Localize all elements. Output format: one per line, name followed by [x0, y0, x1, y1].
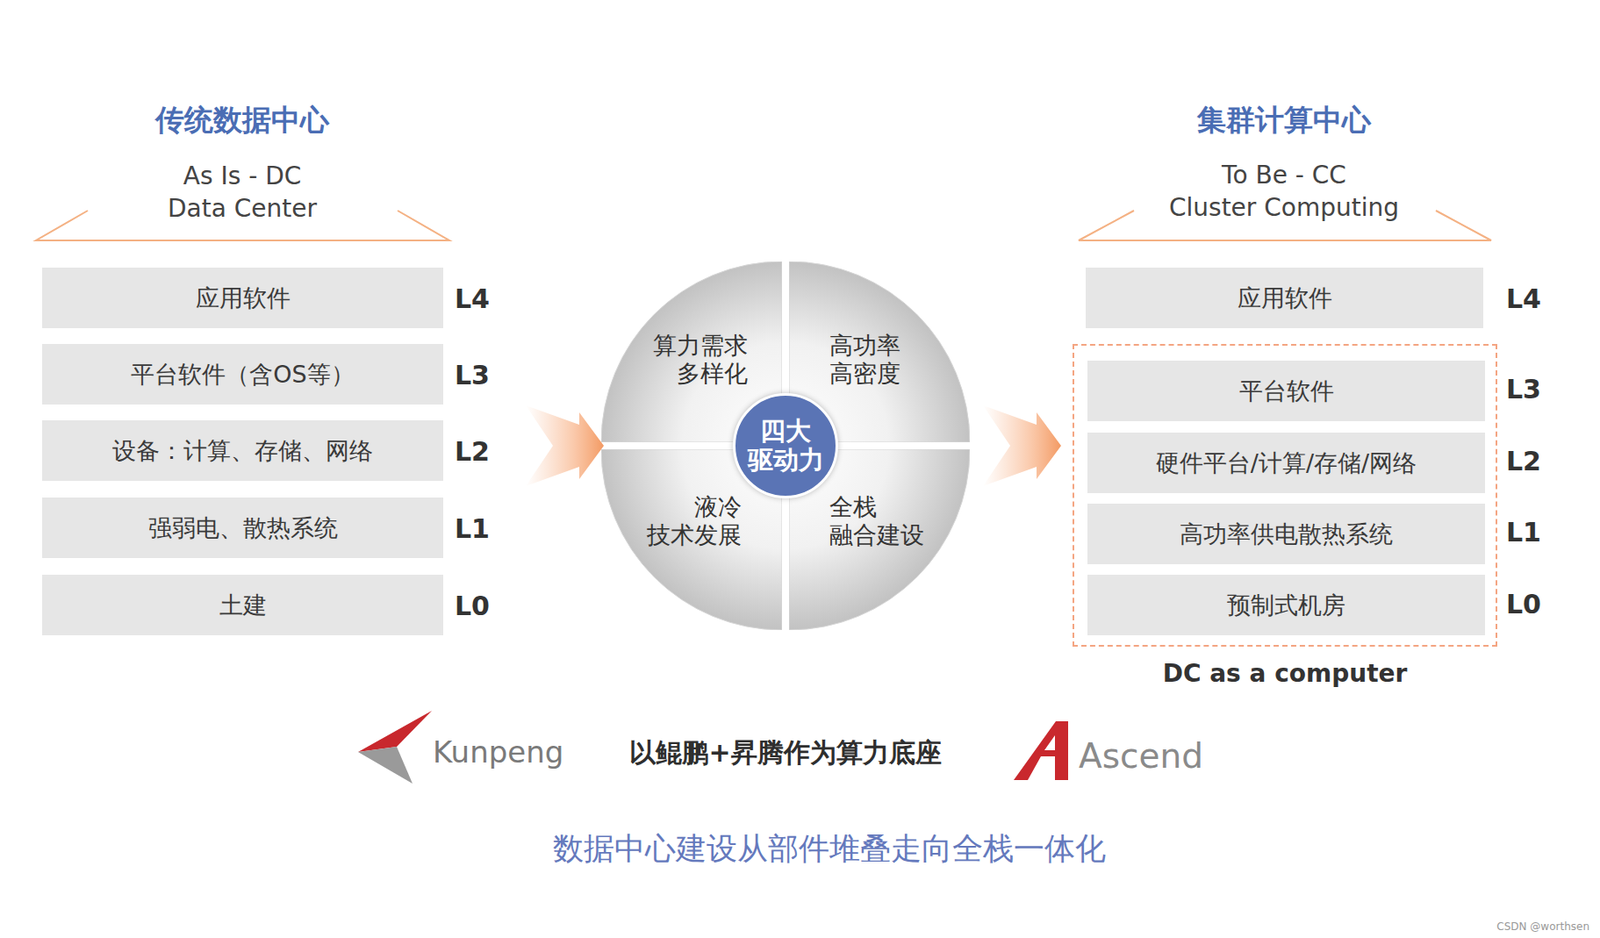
label-holder: Cluster Computing [1169, 193, 1400, 223]
text-label: Ascend [1078, 736, 1204, 776]
label-holder: L4 [1506, 283, 1542, 315]
label-holder: L1 [454, 513, 490, 545]
label-holder: Data Center [167, 193, 317, 223]
label-holder: L3 [1506, 373, 1542, 405]
label-holder: Ascend [1078, 736, 1204, 776]
box-label: 土建 [219, 589, 267, 622]
label-holder: As Is - DC [183, 161, 302, 191]
box-label: 强弱电、散热系统 [148, 512, 338, 545]
driver-label: 液冷 技术发展 [639, 493, 742, 551]
text-label: 以鲲鹏+昇腾作为算力底座 [629, 737, 941, 768]
box-label: 平台软件 [1239, 375, 1335, 408]
label-holder: Kunpeng [432, 734, 564, 770]
kunpeng-logo [358, 746, 413, 784]
label-holder: 传统数据中心 [155, 100, 330, 141]
text-label: 集群计算中心 [1197, 102, 1371, 137]
layer-box: 强弱电、散热系统 [42, 497, 444, 559]
text-label: As Is - DC [183, 161, 302, 191]
layer-box: 设备：计算、存储、网络 [42, 420, 444, 481]
layer-box: 预制式机房 [1087, 574, 1486, 636]
label-holder: To Be - CC [1221, 160, 1347, 190]
label-holder: CSDN @worthsen [1496, 917, 1590, 934]
text-label: Data Center [167, 193, 317, 223]
driver-label: 高功率 高密度 [829, 331, 913, 389]
label-holder: L2 [1506, 445, 1542, 477]
quadrant-text-holder: 全栈 融合建设 [829, 493, 932, 551]
layer-box: 应用软件 [42, 267, 444, 329]
ascend-logo [1044, 735, 1055, 751]
box-label: 预制式机房 [1226, 589, 1346, 622]
label-holder: 以鲲鹏+昇腾作为算力底座 [629, 735, 941, 772]
layer-number: L2 [454, 436, 490, 467]
dashed-group: DC as a computer平台软件硬件平台/计算/存储/网络高功率供电散热… [1072, 344, 1498, 647]
label-holder: 集群计算中心 [1197, 100, 1371, 141]
layer-number: L2 [1506, 445, 1542, 477]
layer-box: 土建 [42, 574, 444, 636]
flow-arrow [525, 405, 604, 487]
label-holder: L0 [1506, 588, 1542, 620]
layer-number: L4 [1506, 283, 1542, 315]
layer-number: L3 [1506, 373, 1542, 405]
text-label: Kunpeng [432, 734, 564, 770]
quadrant-text-holder: 液冷 技术发展 [639, 493, 742, 551]
center-label: 四大 驱动力 [743, 416, 828, 476]
group-heading: DC as a computer [1074, 659, 1496, 689]
layer-number: L3 [454, 359, 490, 391]
label-holder: L0 [454, 590, 490, 622]
box-label: 硬件平台/计算/存储/网络 [1155, 447, 1417, 480]
text-label: To Be - CC [1221, 160, 1347, 190]
center-circle: 四大 驱动力 [732, 393, 839, 499]
box-label: 应用软件 [195, 282, 291, 315]
label-holder: L2 [454, 436, 490, 467]
layer-box: 应用软件 [1085, 267, 1484, 329]
layer-box: 平台软件（含OS等） [42, 344, 444, 405]
text-label: 传统数据中心 [155, 102, 330, 137]
flow-arrow [982, 405, 1062, 487]
layer-number: L1 [454, 513, 490, 545]
layer-number: L0 [1506, 588, 1542, 620]
text-label: Cluster Computing [1169, 193, 1400, 223]
layer-number: L4 [454, 283, 490, 315]
layer-number: L0 [454, 590, 490, 622]
box-label: 平台软件（含OS等） [130, 358, 354, 391]
caption: 数据中心建设从部件堆叠走向全栈一体化 [552, 831, 1106, 867]
label-holder: L3 [454, 359, 490, 391]
layer-box: 硬件平台/计算/存储/网络 [1087, 432, 1486, 494]
label-holder: L1 [1506, 516, 1542, 548]
box-label: 设备：计算、存储、网络 [112, 435, 374, 467]
ascend-logo [1013, 721, 1069, 781]
layer-number: L1 [1506, 516, 1542, 548]
quadrant-text-holder: 算力需求 多样化 [645, 331, 748, 389]
layer-box: 平台软件 [1087, 360, 1486, 422]
box-label: 应用软件 [1237, 282, 1333, 315]
label-holder: L4 [454, 283, 490, 315]
group-heading-holder: DC as a computer [1074, 659, 1496, 689]
quadrant-text-holder: 高功率 高密度 [829, 331, 913, 389]
layer-box: 高功率供电散热系统 [1087, 503, 1486, 565]
driver-label: 全栈 融合建设 [829, 493, 932, 551]
text-label: CSDN @worthsen [1496, 920, 1590, 933]
driver-label: 算力需求 多样化 [645, 331, 748, 389]
kunpeng-logo [358, 710, 432, 753]
caption-holder: 数据中心建设从部件堆叠走向全栈一体化 [552, 828, 1106, 870]
box-label: 高功率供电散热系统 [1179, 518, 1393, 551]
